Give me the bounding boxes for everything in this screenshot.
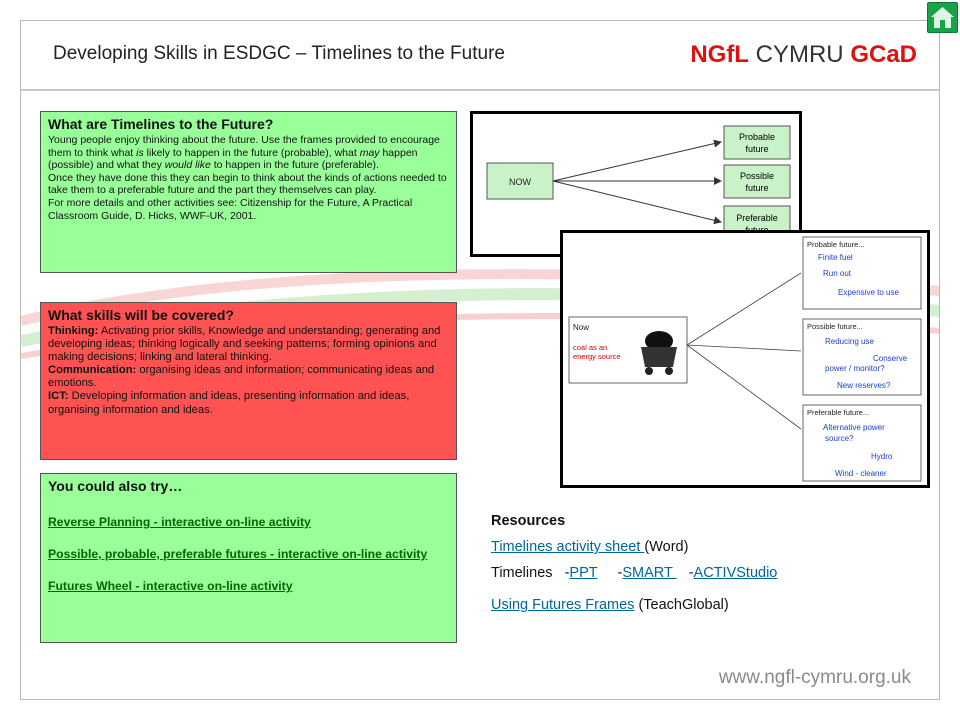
what-are-timelines-para3: For more details and other activities se… (48, 196, 413, 222)
link-possible-probable-preferable[interactable]: Possible, probable, preferable futures -… (48, 547, 428, 561)
text: to happen in the future (preferable). (210, 159, 379, 172)
possible-item-4: New reserves? (837, 381, 891, 390)
label: Thinking: (48, 325, 99, 337)
coal-label-1: coal as an (573, 343, 607, 352)
possible-item-2: Conserve (873, 354, 908, 363)
link-reverse-planning[interactable]: Reverse Planning - interactive on-line a… (48, 515, 311, 529)
text: organising ideas and information; commun… (48, 364, 435, 390)
page-title: Developing Skills in ESDGC – Timelines t… (53, 43, 505, 64)
separator: - (676, 565, 694, 581)
probable-coal-title: Probable future... (807, 240, 865, 249)
possible-item-3: power / monitor? (825, 364, 885, 373)
coal-label-2: energy source (573, 352, 621, 361)
text: Developing information and ideas, presen… (48, 390, 410, 416)
emphasis: may (359, 146, 380, 159)
preferable-item-1: Alternative power (823, 423, 885, 432)
what-are-timelines-para2: Once they have done this they can begin … (48, 171, 447, 197)
preferable-coal-title: Preferable future... (807, 408, 869, 417)
preferable-item-2: source? (825, 434, 854, 443)
text: Young people enjoy thinking about the fu… (48, 134, 440, 159)
skills-box: What skills will be covered? Thinking: A… (40, 302, 457, 460)
timelines-label: Timelines - (491, 565, 570, 581)
brand-middle: CYMRU (748, 41, 851, 68)
preferable-coal-box (802, 404, 922, 482)
probable-box (723, 125, 791, 160)
separator: - (597, 565, 623, 581)
probable-label-1: Probable (739, 132, 775, 142)
preferable-label-1: Preferable (736, 213, 778, 223)
probable-coal-box (802, 236, 922, 310)
text: Activating prior skills, Knowledge and u… (48, 325, 441, 364)
also-try-heading: You could also try… (48, 478, 183, 494)
sheet-format: (Word) (644, 539, 689, 555)
emphasis: would like (164, 159, 211, 172)
header: Developing Skills in ESDGC – Timelines t… (21, 21, 939, 91)
brand-logo: NGfL CYMRU GCaD (690, 41, 917, 69)
resources-row-timelines: Timelines -PPT -SMART -ACTIVStudio (491, 565, 777, 581)
text: likely to happen in the future (probable… (143, 146, 360, 159)
footer-url: www.ngfl-cymru.org.uk (718, 667, 911, 688)
now-coal-label: Now (573, 323, 589, 332)
skills-thinking: Thinking: Activating prior skills, Knowl… (48, 325, 449, 364)
home-button[interactable] (927, 2, 958, 33)
link-futures-wheel[interactable]: Futures Wheel - interactive on-line acti… (48, 579, 293, 593)
probable-item-1: Finite fuel (818, 253, 853, 262)
possible-label-2: future (745, 183, 768, 193)
text: happen (possible) and what they (48, 146, 418, 172)
frames-source: (TeachGlobal) (634, 597, 729, 613)
link-using-futures-frames[interactable]: Using Futures Frames (491, 597, 635, 613)
emphasis: is (136, 146, 144, 159)
resources-row-sheet: Timelines activity sheet (Word) (491, 539, 777, 555)
link-activstudio[interactable]: ACTIVStudio (693, 565, 778, 581)
link-timelines-activity-sheet[interactable]: Timelines activity sheet (491, 539, 645, 555)
what-are-timelines-heading: What are Timelines to the Future? (48, 116, 274, 132)
timeline-diagram-coal: Now coal as an energy source Probable fu… (560, 230, 930, 488)
probable-item-2: Run out (823, 269, 852, 278)
brand-suffix: GCaD (850, 41, 917, 68)
skills-communication: Communication: organising ideas and info… (48, 364, 449, 390)
brand-prefix: NGfL (690, 41, 749, 68)
possible-box (723, 164, 791, 199)
probable-label-2: future (745, 144, 768, 154)
possible-label-1: Possible (740, 171, 774, 181)
resources-section: Resources Timelines activity sheet (Word… (491, 513, 777, 623)
probable-item-3: Expensive to use (838, 288, 899, 297)
timeline-diagram-svg: NOW Probable future Possible future Pref… (486, 125, 791, 243)
preferable-item-3: Hydro (871, 452, 893, 461)
skills-heading: What skills will be covered? (48, 307, 234, 323)
also-try-box: You could also try… Reverse Planning - i… (40, 473, 457, 643)
possible-coal-title: Possible future... (807, 322, 863, 331)
resources-title: Resources (491, 513, 566, 529)
preferable-item-4: Wind - cleaner (835, 469, 887, 478)
link-smart[interactable]: SMART (622, 565, 677, 581)
label: ICT: (48, 390, 69, 403)
resources-row-frames: Using Futures Frames (TeachGlobal) (491, 597, 777, 613)
coal-diagram-svg: Now coal as an energy source Probable fu… (568, 236, 922, 482)
what-are-timelines-para1: Young people enjoy thinking about the fu… (48, 134, 449, 172)
now-box (486, 162, 554, 200)
coal-cart-icon (641, 331, 677, 375)
now-label: NOW (509, 177, 532, 187)
possible-coal-box (802, 318, 922, 396)
home-icon (931, 7, 954, 28)
label: Communication: (48, 364, 137, 377)
link-ppt[interactable]: PPT (569, 565, 598, 581)
possible-item-1: Reducing use (825, 337, 874, 346)
skills-ict: ICT: Developing information and ideas, p… (48, 390, 449, 416)
what-are-timelines-box: What are Timelines to the Future? Young … (40, 111, 457, 273)
